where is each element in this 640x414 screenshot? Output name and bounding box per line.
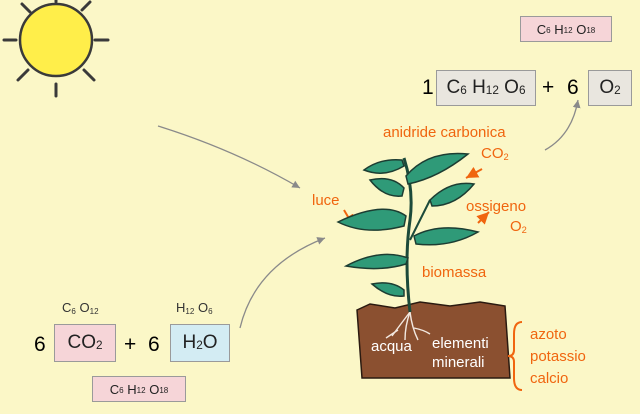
label-biomassa: biomassa xyxy=(422,264,487,281)
oxygen-arrow xyxy=(476,211,490,225)
subscript: 6 xyxy=(119,386,124,396)
subscript: 6 xyxy=(208,306,213,316)
subscript: 12 xyxy=(136,386,146,396)
formula-above-h2o: H12 O6 xyxy=(176,300,213,316)
element-symbol: O xyxy=(149,381,160,397)
element-symbol: H xyxy=(176,300,186,315)
element-symbol: O xyxy=(599,77,615,98)
coefficient: 6 xyxy=(34,333,46,356)
subscript: 12 xyxy=(89,306,99,316)
element-symbol: CO xyxy=(67,332,96,353)
element-symbol: O xyxy=(576,21,587,37)
subscript: 6 xyxy=(460,83,467,97)
element-symbol: O xyxy=(504,77,519,98)
subscript: 18 xyxy=(159,386,169,396)
element-symbol: H xyxy=(554,21,564,37)
sun-icon xyxy=(2,0,110,98)
label-elementi: elementi xyxy=(432,335,489,352)
mineral-item: azoto xyxy=(530,326,567,343)
subscript: 12 xyxy=(185,306,195,316)
coefficient: 6 xyxy=(148,333,160,356)
label-luce: luce xyxy=(312,192,340,209)
subscript: 2 xyxy=(521,224,527,235)
label-acqua: acqua xyxy=(371,338,412,355)
subscript: 6 xyxy=(546,26,551,36)
plus-sign: + xyxy=(542,76,555,99)
element-symbol: O xyxy=(202,332,218,353)
element-symbol: H xyxy=(182,332,197,353)
subscript: 2 xyxy=(503,151,509,162)
element-symbol: C xyxy=(62,300,72,315)
soil-icon xyxy=(356,301,511,379)
element-symbol: O xyxy=(79,300,90,315)
subscript: 2 xyxy=(196,338,203,352)
label-o2: O2 xyxy=(510,218,527,235)
mineral-item: calcio xyxy=(530,370,569,387)
element-symbol: C xyxy=(446,77,461,98)
formula-above-co2: C6 O12 xyxy=(62,300,99,316)
label-co2: CO2 xyxy=(481,145,509,162)
subscript: 12 xyxy=(485,83,499,97)
element-symbol: H xyxy=(472,77,486,98)
coefficient: 6 xyxy=(567,76,579,99)
element-symbol: C xyxy=(109,381,120,397)
sunlight-arrow xyxy=(157,125,301,189)
mineral-item: potassio xyxy=(530,348,586,365)
co2-arrow xyxy=(465,166,483,179)
subscript: 6 xyxy=(518,83,526,97)
subscript: 6 xyxy=(71,306,76,316)
coefficient: 1 xyxy=(422,76,434,99)
element-symbol: H xyxy=(127,381,137,397)
element-symbol: CO xyxy=(481,145,504,162)
element-symbol: O xyxy=(510,218,522,235)
products-arrow xyxy=(544,99,581,151)
subscript: 2 xyxy=(614,83,621,97)
label-ossigeno: ossigeno xyxy=(466,198,527,215)
label-anidride-carbonica: anidride carbonica xyxy=(383,124,506,141)
subscript: 2 xyxy=(95,338,103,352)
element-symbol: O xyxy=(197,300,209,315)
plus-sign: + xyxy=(124,333,137,356)
subscript: 18 xyxy=(586,26,596,36)
element-symbol: C xyxy=(536,21,547,37)
subscript: 12 xyxy=(563,26,573,36)
label-minerali: minerali xyxy=(432,354,485,371)
reactants-arrow xyxy=(239,237,326,329)
